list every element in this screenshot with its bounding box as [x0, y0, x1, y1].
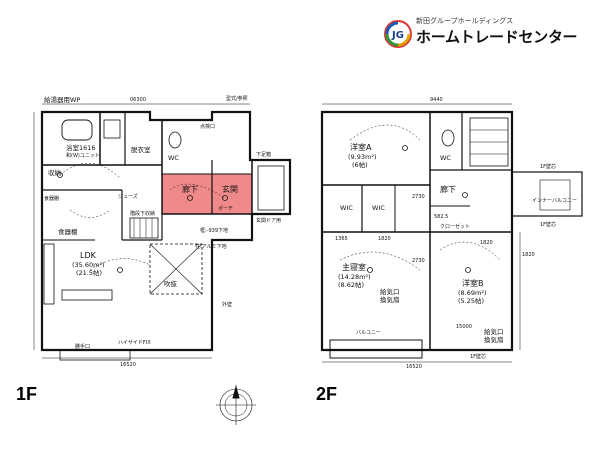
floor1-room-wc: WC	[168, 154, 179, 162]
floor2-room-a-tatami: (6帖)	[352, 160, 368, 169]
floor1-label: 1F	[16, 384, 37, 404]
floor2-room-a: 洋室A	[350, 142, 372, 152]
floor1-dim-top: 06300	[130, 97, 146, 103]
floor2-room-b: 洋室B	[462, 278, 484, 288]
floor1-room-ldk-tatami: (21.5帖)	[76, 268, 102, 277]
floor2-room-master: 主寝室	[342, 262, 366, 272]
floor2-room-b-tatami: (5.25帖)	[458, 296, 484, 305]
floor1-note-wall: 外壁	[222, 301, 232, 308]
floor1-room-closet: 収納	[48, 168, 61, 177]
floor2-room-balcony: バルコニー	[356, 330, 381, 336]
floor1-room-ldk: LDK	[80, 251, 97, 260]
floor1-note-entry-step: 框:-939下地	[200, 227, 228, 234]
floor1-note-column: 柱:アルミ下地	[195, 243, 227, 250]
floor1-room-hall: 廊下	[182, 184, 198, 194]
floor1-plan	[33, 103, 292, 361]
floor2-room-vent1: 給気口	[380, 287, 400, 296]
floor2-room-wic2: WIC	[372, 204, 385, 212]
floor2-room-master-area: (14.28m²)	[338, 273, 371, 281]
floor1-note-window: 型式/参照	[226, 95, 248, 102]
floor2-dim-local: 582.5	[434, 214, 448, 220]
floor2-dim-bottom: 16520	[406, 364, 422, 370]
floor2-room-closet: クローゼット	[440, 223, 470, 230]
floor1-room-stairs: 階段下収納	[130, 210, 155, 217]
floor1-room-wash: 脱衣室	[131, 145, 151, 154]
floor2-dim-15000: 15000	[456, 324, 472, 330]
floor2-plan	[320, 103, 583, 363]
floor1-labels: 給湯器用WP 06300 型式/参照 浴室1616 和(W)ユニット 脱衣室 W…	[44, 95, 281, 368]
floor1-room-kitchen: 食器棚	[58, 227, 78, 236]
floor1-highlight-entrance	[212, 174, 252, 214]
floor2-labels: 9440 洋室A (9.93m²) (6帖) WIC WIC 主寝室 (14.2…	[335, 97, 577, 370]
floor2-room-master-tatami: (8.62帖)	[338, 280, 364, 289]
floor2-room-wc: WC	[440, 154, 451, 162]
floor2-label: 2F	[316, 384, 337, 404]
floor1-room-ldk-area: (35.60m²)	[72, 261, 105, 269]
floor2-room-vent2: 給気口	[484, 327, 504, 336]
floor2-room-balcony2: インナーバルコニー	[532, 198, 577, 204]
floor2-room-a-area: (9.93m²)	[348, 153, 376, 161]
floor1-note-water-heater: 給湯器用WP	[44, 95, 80, 104]
floor2-dim-side: 2730	[412, 258, 425, 264]
floor2-room-wic1: WIC	[340, 204, 353, 212]
floor2-room-vent1b: 換気扇	[380, 295, 400, 304]
floor2-room-hall: 廊下	[440, 184, 456, 194]
floor2-dim-side2: 2730	[412, 194, 425, 200]
company-mark-icon: JG	[384, 20, 412, 48]
floor2-dim-top: 9440	[430, 97, 443, 103]
floor2-wall-r2: 1F壁芯	[540, 221, 556, 228]
floor1-room-shoes: シューズ	[118, 193, 138, 200]
floor2-wall-b: 1F壁芯	[470, 353, 486, 360]
company-group-name: 新田グループホールディングス	[416, 17, 514, 25]
floor1-note-attic: 点検口	[200, 123, 215, 130]
floor1-room-bath-sub: 和(W)ユニット	[66, 152, 100, 159]
floor2-dim-right: 1820	[522, 252, 535, 258]
floor1-room-shoe-box: 下足箱	[256, 151, 271, 158]
floor2-dim-1820b: 1820	[480, 240, 493, 246]
floor2-dim-1820: 1820	[378, 236, 391, 242]
floor1-highlight-hall	[162, 174, 212, 214]
floor1-dim-bottom: 16520	[120, 362, 136, 368]
floor2-wall-r: 1F壁芯	[540, 163, 556, 170]
floor1-room-bath: 浴室1616	[66, 143, 96, 152]
floor1-room-fukinuke: 吹抜	[164, 279, 178, 288]
floor1-room-entrance: 玄関	[222, 184, 238, 194]
floor1-outer-wall	[40, 110, 292, 352]
floor2-dim-1365: 1365	[335, 236, 348, 242]
floor2-room-vent2b: 換気扇	[484, 335, 504, 344]
floor2-room-b-area: (8.69m²)	[458, 289, 486, 297]
compass-icon	[216, 385, 256, 425]
floor2-outer-wall	[320, 110, 514, 352]
floor2-balcony-outline	[511, 171, 583, 217]
floor1-note-outdoor: 勝手口	[75, 343, 90, 350]
floor1-note-entrance: 玄関ドア用	[256, 217, 281, 224]
company-mark-text: JG	[391, 30, 404, 41]
company-logo: JG 新田グループホールディングス ホームトレードセンター	[380, 15, 590, 55]
floor1-note-bottom: ハイサイドFIX	[118, 340, 151, 346]
company-brand-name: ホームトレードセンター	[416, 28, 578, 46]
floor1-room-porch: ポーチ	[218, 205, 233, 212]
floor1-note-cupboard: 食器棚	[44, 195, 59, 202]
